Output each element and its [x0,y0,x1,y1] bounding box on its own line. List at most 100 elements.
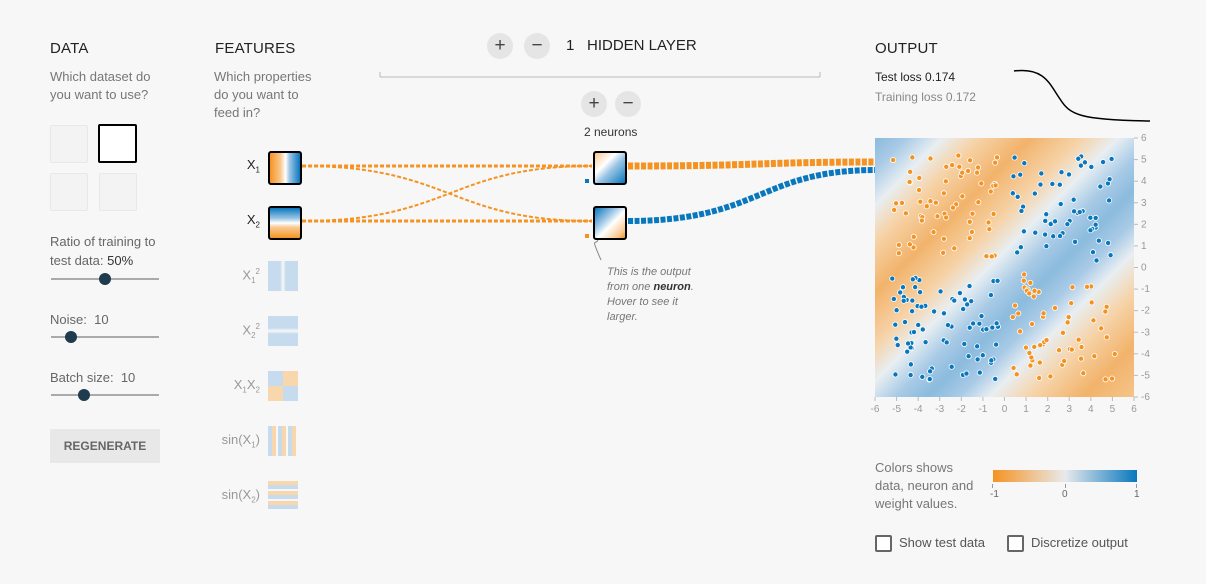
point-orange [1027,279,1034,286]
dataset-xor[interactable] [98,124,137,163]
link-n1-out [627,158,877,170]
point-orange [1036,359,1043,366]
point-blue [897,289,904,296]
point-blue [989,324,996,331]
add-layer-button[interactable]: + [487,33,513,59]
point-orange [1047,373,1054,380]
point-blue [961,340,968,347]
point-blue [922,339,929,346]
feature-x1-squared[interactable] [268,261,298,291]
point-blue [956,290,963,297]
point-blue [918,303,925,310]
data-question: Which dataset do you want to use? [50,68,150,104]
feature-x2[interactable] [268,206,302,240]
ratio-value: 50% [107,253,134,268]
remove-layer-button[interactable]: − [524,33,550,59]
note-arrow [594,239,602,261]
add-neuron-button[interactable]: + [581,91,607,117]
output-points [889,152,1118,383]
point-blue [1100,159,1107,166]
point-orange [895,241,902,248]
point-orange [1075,336,1082,343]
feature-sin-x2[interactable] [268,481,298,511]
point-blue [1037,181,1044,188]
callout-line4: larger. [607,311,638,323]
point-orange [1017,328,1024,335]
point-orange [1010,364,1017,371]
dataset-circle[interactable] [50,125,88,163]
point-orange [956,163,963,170]
point-blue [1071,208,1078,215]
batch-slider-handle[interactable] [78,389,90,401]
dataset-spiral[interactable] [99,173,137,211]
x-axis-tick: -5 [892,404,901,415]
point-orange [1111,351,1118,358]
point-blue [979,352,986,359]
point-orange [1059,329,1066,336]
point-orange [1012,302,1019,309]
batch-slider[interactable] [51,394,159,396]
point-orange [1083,283,1090,290]
show-test-data-checkbox[interactable] [875,535,892,552]
point-blue [905,340,912,347]
feature-sin-x1[interactable] [268,426,298,456]
point-orange [1069,284,1076,291]
feature-x1x2[interactable] [268,371,298,401]
discretize-output-checkbox[interactable] [1007,535,1024,552]
point-blue [1106,176,1113,183]
noise-slider[interactable] [51,336,159,338]
y-axis-tick: 2 [1141,219,1147,230]
batch-value: 10 [120,370,136,385]
point-blue [1075,155,1082,162]
point-orange [1065,314,1072,321]
point-blue [1088,163,1095,170]
point-blue [904,348,911,355]
point-orange [1037,342,1044,349]
neuron-2[interactable] [593,206,627,240]
remove-neuron-button[interactable]: − [615,91,641,117]
point-blue [1018,207,1025,214]
point-orange [1031,287,1038,294]
point-orange [893,200,900,207]
point-blue [926,376,933,383]
color-legend-bar [993,470,1137,482]
x-axis-tick: -1 [978,404,987,415]
neuron-1[interactable] [593,151,627,185]
y-axis-tick: 1 [1141,241,1147,252]
bias-n2 [585,234,589,238]
point-blue [963,370,970,377]
point-orange [927,198,934,205]
point-blue [974,343,981,350]
point-blue [993,341,1000,348]
point-orange [932,199,939,206]
data-title: DATA [50,40,89,57]
point-orange [930,229,937,236]
noise-label: Noise: 10 [50,310,109,329]
point-orange [943,163,950,170]
regenerate-button[interactable]: REGENERATE [50,429,160,463]
point-blue [907,372,914,379]
color-legend-text: Colors shows data, neuron and weight val… [875,459,973,513]
point-blue [893,307,900,314]
point-orange [1056,347,1063,354]
callout-line1: This is the output [607,266,691,278]
feature-x1[interactable] [268,151,302,185]
x-axis-tick: 6 [1131,404,1137,415]
point-blue [992,375,999,382]
point-blue [1093,257,1100,264]
feature-x2-squared[interactable] [268,316,298,346]
point-orange [890,157,897,164]
point-orange [1109,375,1116,382]
point-blue [1056,181,1063,188]
dataset-gaussian[interactable] [50,173,88,211]
y-axis-tick: -3 [1141,327,1150,338]
point-blue [1042,231,1049,238]
output-heatmap [875,138,1134,397]
ratio-slider-handle[interactable] [99,273,111,285]
output-title: OUTPUT [875,40,938,57]
point-blue [993,320,1000,327]
noise-slider-handle[interactable] [65,331,77,343]
point-blue [1106,197,1113,204]
point-blue [893,335,900,342]
point-orange [934,213,941,220]
